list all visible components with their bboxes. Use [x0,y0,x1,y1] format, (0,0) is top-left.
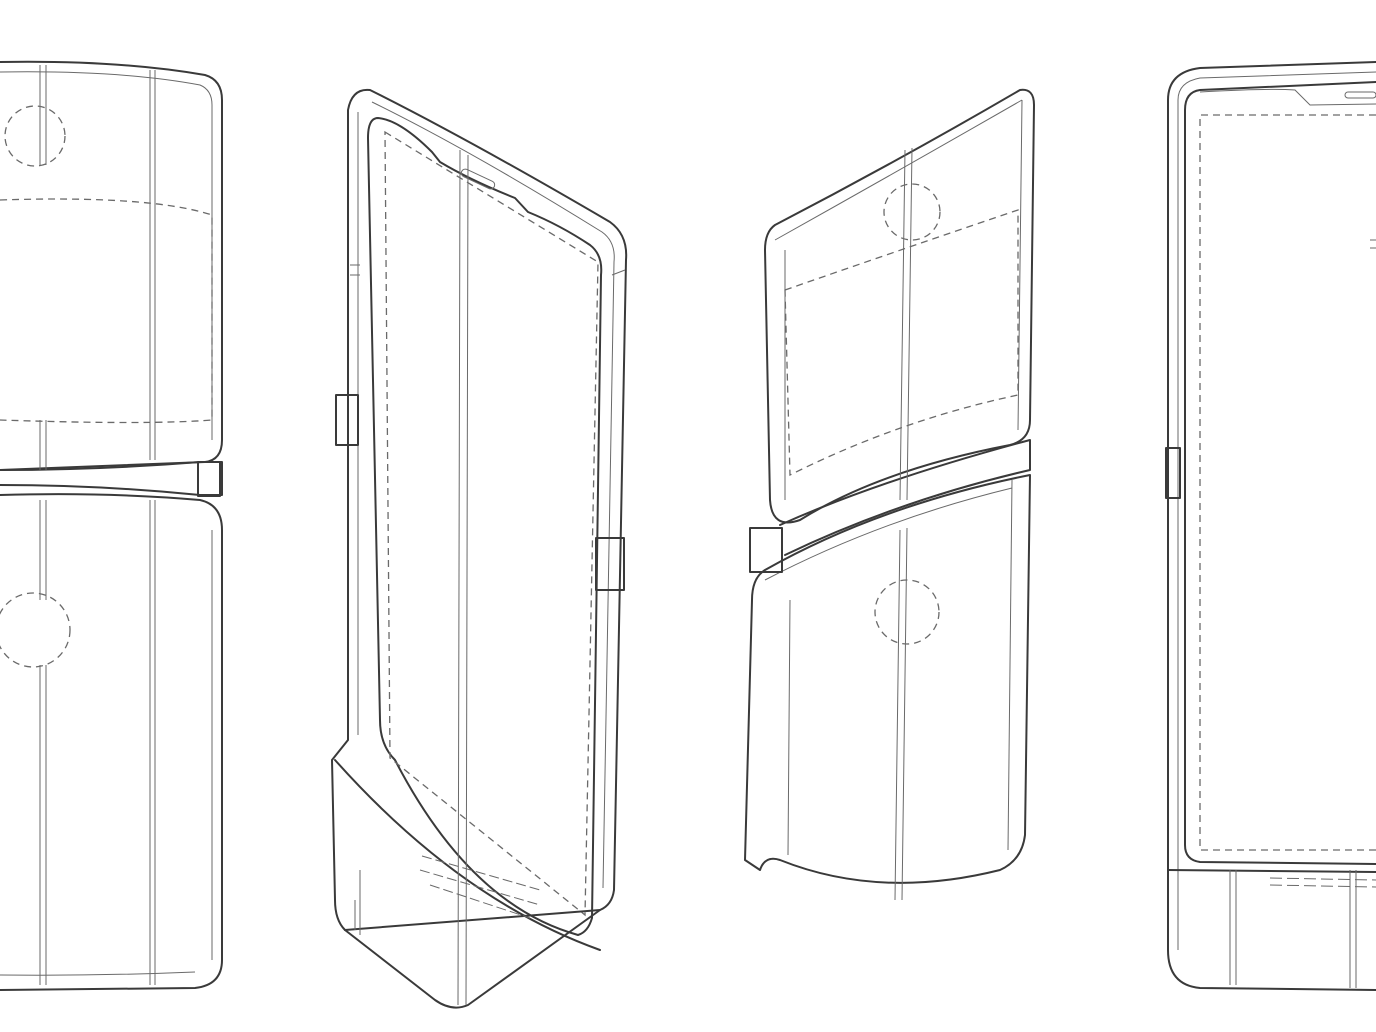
phone-front-view [1165,61,1376,991]
phone3-lower-outline [744,474,1031,884]
phone3-camera-circle [883,183,941,241]
phone3-sensor-circle [874,579,940,645]
phone3-hinge [779,439,1031,556]
phone1-sensor-circle [0,592,71,668]
phone1-hinge-block [197,461,221,497]
phone2-earpiece [460,168,496,190]
phone4-hinge [1165,447,1181,499]
phone2-outline [331,88,628,1009]
phone1-display-outline [0,198,213,424]
phone3-display-outline [784,209,1019,477]
phone1-upper-outline [0,60,223,471]
phone2-hinge-right [595,537,625,591]
phone-back-view [0,60,223,991]
phone3-hinge-block [749,527,783,573]
phone-front-perspective-view [331,88,628,1009]
phone2-screen [367,117,603,936]
phone-back-perspective-view [744,88,1035,901]
phone2-hinge-left [335,394,359,446]
phone4-outline [1167,61,1376,991]
phone1-lower-outline [0,493,223,991]
phone1-hinge [0,461,223,496]
phone1-camera-circle [4,105,66,167]
phone4-earpiece [1344,91,1376,99]
phone3-upper-outline [764,88,1035,524]
phone4-screen [1184,81,1376,865]
